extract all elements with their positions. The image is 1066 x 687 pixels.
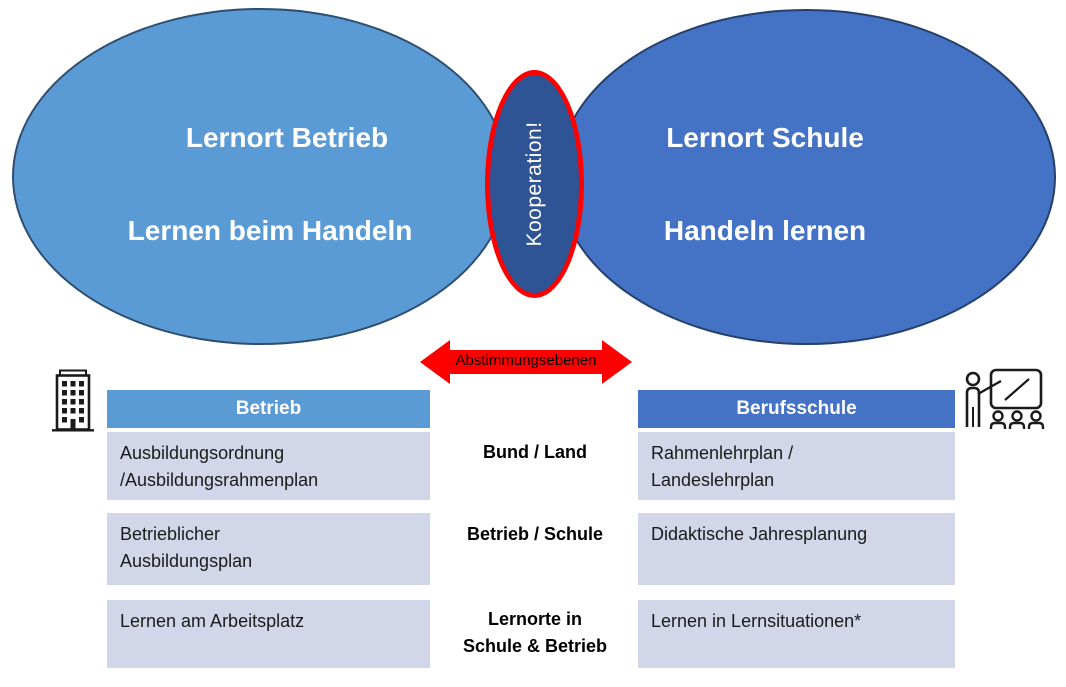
teacher-presentation-icon (965, 368, 1045, 429)
table-cell-betrieb-2: Betrieblicher Ausbildungsplan (107, 513, 430, 585)
right-ellipse-title: Lernort Schule (666, 122, 864, 153)
table-cell-betrieb-3: Lernen am Arbeitsplatz (107, 600, 430, 668)
betrieb-column-header: Betrieb (107, 390, 430, 428)
double-arrow-icon (420, 340, 632, 384)
level-label-3: Lernorte in Schule & Betrieb (462, 609, 608, 656)
cooperation-overlap-ellipse (485, 70, 584, 298)
level-label-1: Bund / Land (483, 442, 587, 462)
left-ellipse-subtitle: Lernen beim Handeln (127, 215, 413, 246)
table-cell-berufsschule-1: Rahmenlehrplan / Landeslehrplan (638, 432, 955, 500)
office-building-icon (52, 369, 94, 432)
table-cell-betrieb-1: Ausbildungsordnung /Ausbildungsrahmenpla… (107, 432, 430, 500)
arrow-label: Abstimmungsebenen (455, 352, 597, 369)
venn-left-ellipse (12, 8, 509, 345)
venn-right-ellipse (557, 9, 1056, 345)
cooperation-label: Kooperation! (523, 121, 546, 247)
table-cell-berufsschule-2: Didaktische Jahresplanung (638, 513, 955, 585)
level-label-2: Betrieb / Schule (466, 524, 604, 544)
berufsschule-column-header: Berufsschule (638, 390, 955, 428)
left-ellipse-title: Lernort Betrieb (185, 122, 389, 153)
table-cell-berufsschule-3: Lernen in Lernsituationen* (638, 600, 955, 668)
right-ellipse-subtitle: Handeln lernen (663, 215, 867, 246)
